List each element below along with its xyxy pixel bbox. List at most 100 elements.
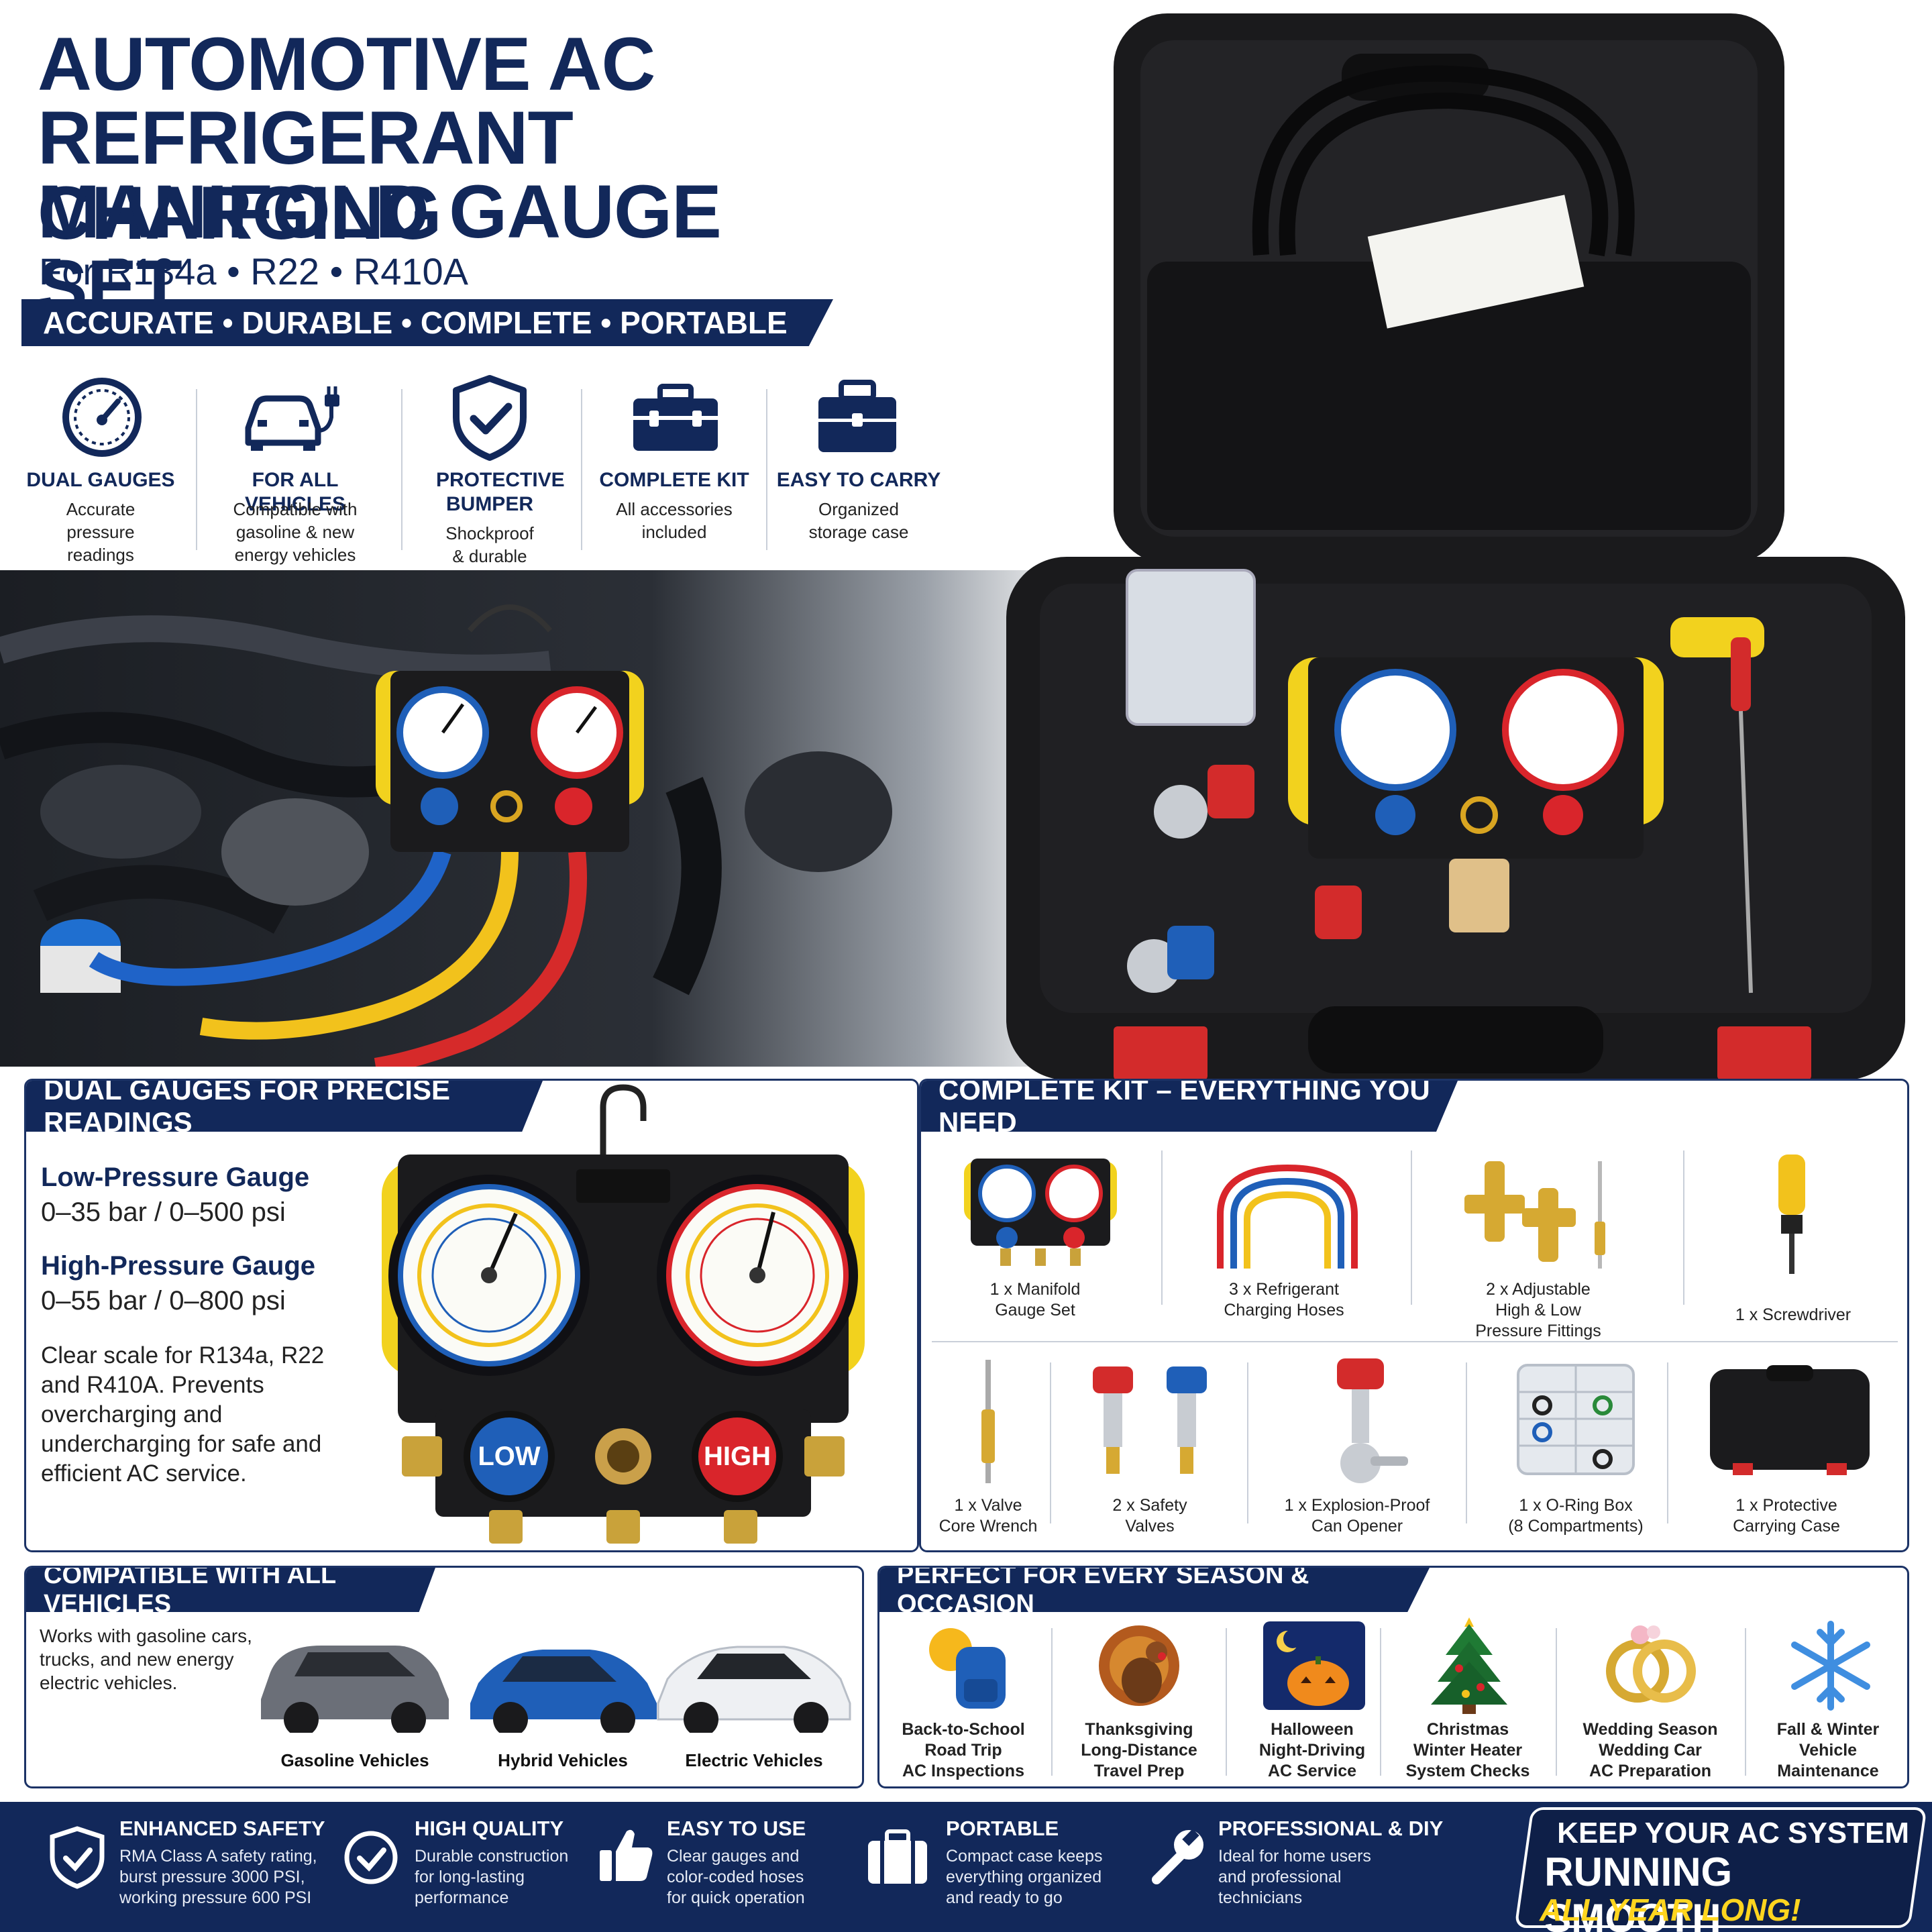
vehicle-electric: Electric Vehicles	[650, 1619, 858, 1786]
manifold-thumb	[964, 1159, 1117, 1266]
title-line-1: AUTOMOTIVE AC	[38, 22, 655, 106]
sedan-icon	[470, 1650, 657, 1733]
divider	[1411, 1150, 1412, 1305]
check-circle-icon	[344, 1831, 398, 1884]
feature-complete-kit: COMPLETE KIT All accessories included	[590, 369, 758, 590]
carrying-case-thumb	[1710, 1365, 1870, 1475]
gauge-icon	[62, 378, 142, 457]
gauge-description: Clear scale for R134a, R22 and R410A. Pr…	[41, 1342, 325, 1487]
header: AUTOMOTIVE AC REFRIGERANT CHARGING MANIF…	[0, 0, 872, 604]
season-panel: PERFECT FOR EVERY SEASON & OCCASION Back…	[877, 1566, 1909, 1788]
feature-title: PROTECTIVE BUMPER	[436, 469, 565, 515]
engine-bay-illustration	[0, 570, 1087, 1067]
low-pressure-label: Low-Pressure Gauge	[41, 1163, 310, 1192]
vehicle-label: Gasoline Vehicles	[280, 1750, 429, 1770]
thumbs-up-icon	[600, 1829, 653, 1881]
subtitle: For R134a • R22 • R410A	[39, 250, 468, 292]
pumpkin-icon	[1263, 1621, 1365, 1710]
panel-title: PERFECT FOR EVERY SEASON & OCCASION	[879, 1568, 1430, 1612]
cta-line-3: ALL YEAR LONG!	[1540, 1892, 1801, 1927]
feature-sub: Compatible with gasoline & new energy ve…	[233, 499, 358, 565]
car-plug-icon	[245, 386, 339, 451]
feature-sub: All accessories included	[616, 499, 733, 542]
divider	[1667, 1362, 1668, 1523]
title-line-2: REFRIGERANT CHARGING	[38, 96, 574, 255]
kit-label: 1 x O-Ring Box(8 Compartments)	[1508, 1496, 1644, 1536]
divider	[1556, 1628, 1557, 1776]
feature-row: DUAL GAUGES Accurate pressure readings F…	[0, 369, 953, 597]
bottom-title: EASY TO USE	[667, 1817, 806, 1840]
divider	[1050, 1362, 1051, 1523]
kit-label: 1 x Screwdriver	[1735, 1305, 1851, 1324]
can-opener-thumb	[1337, 1358, 1408, 1483]
screwdriver-thumb	[1778, 1155, 1805, 1274]
high-pressure-range: 0–55 bar / 0–800 psi	[41, 1286, 286, 1316]
dual-gauges-panel: DUAL GAUGES FOR PRECISE READINGS Low-Pre…	[24, 1079, 919, 1552]
panel-title: DUAL GAUGES FOR PRECISE READINGS	[26, 1081, 543, 1132]
low-pressure-range: 0–35 bar / 0–500 psi	[41, 1197, 286, 1227]
panel-title: COMPATIBLE WITH ALL VEHICLES	[26, 1568, 435, 1612]
feature-all-vehicles: FOR ALL VEHICLES Compatible with gasolin…	[205, 369, 386, 590]
divider	[1051, 1628, 1053, 1776]
divider	[1226, 1628, 1227, 1776]
divider	[1161, 1150, 1163, 1305]
bottom-item-safety: ENHANCED SAFETY RMA Class A safety ratin…	[40, 1802, 335, 1932]
feature-sub: Shockproof & durable design	[445, 523, 534, 589]
feature-protective-bumper: PROTECTIVE BUMPER Shockproof & durable d…	[409, 369, 570, 597]
suv-icon	[261, 1646, 449, 1733]
divider	[1466, 1362, 1467, 1523]
briefcase-icon	[818, 380, 896, 452]
shield-check-icon	[453, 375, 527, 461]
toolbox-icon	[633, 384, 718, 451]
complete-kit-panel: COMPLETE KIT – EVERYTHING YOU NEED 1 x M…	[919, 1079, 1909, 1552]
vehicle-gasoline: Gasoline Vehicles	[248, 1619, 462, 1786]
divider	[1745, 1628, 1746, 1776]
wrench-icon	[1152, 1829, 1203, 1884]
panel-title: COMPLETE KIT – EVERYTHING YOU NEED	[921, 1081, 1458, 1132]
oring-box-thumb	[1517, 1364, 1635, 1475]
divider	[1683, 1150, 1684, 1305]
backpack-sun-icon	[929, 1628, 1006, 1709]
high-knob-label: HIGH	[704, 1442, 771, 1471]
suitcase-icon	[868, 1829, 927, 1884]
divider	[401, 389, 402, 550]
tagline-text: ACCURATE • DURABLE • COMPLETE • PORTABLE	[43, 305, 788, 340]
vehicles-description: Works with gasoline cars, trucks, and ne…	[40, 1625, 252, 1693]
case-photo	[993, 13, 1925, 1080]
feature-title: DUAL GAUGES	[26, 469, 175, 491]
feature-title: COMPLETE KIT	[599, 469, 749, 491]
snowflake-icon	[1791, 1621, 1870, 1711]
divider	[196, 389, 197, 550]
christmas-tree-icon	[1431, 1617, 1507, 1714]
divider	[1380, 1628, 1381, 1776]
divider	[766, 389, 767, 550]
divider	[1247, 1362, 1248, 1523]
valve-core-wrench-thumb	[981, 1360, 995, 1483]
wedding-rings-icon	[1606, 1625, 1696, 1703]
vehicle-label: Hybrid Vehicles	[498, 1750, 628, 1770]
feature-easy-to-carry: EASY TO CARRY Organized storage case	[771, 369, 946, 590]
kit-row-divider	[932, 1341, 1898, 1342]
manifold-gauge-graphic	[382, 1084, 865, 1544]
